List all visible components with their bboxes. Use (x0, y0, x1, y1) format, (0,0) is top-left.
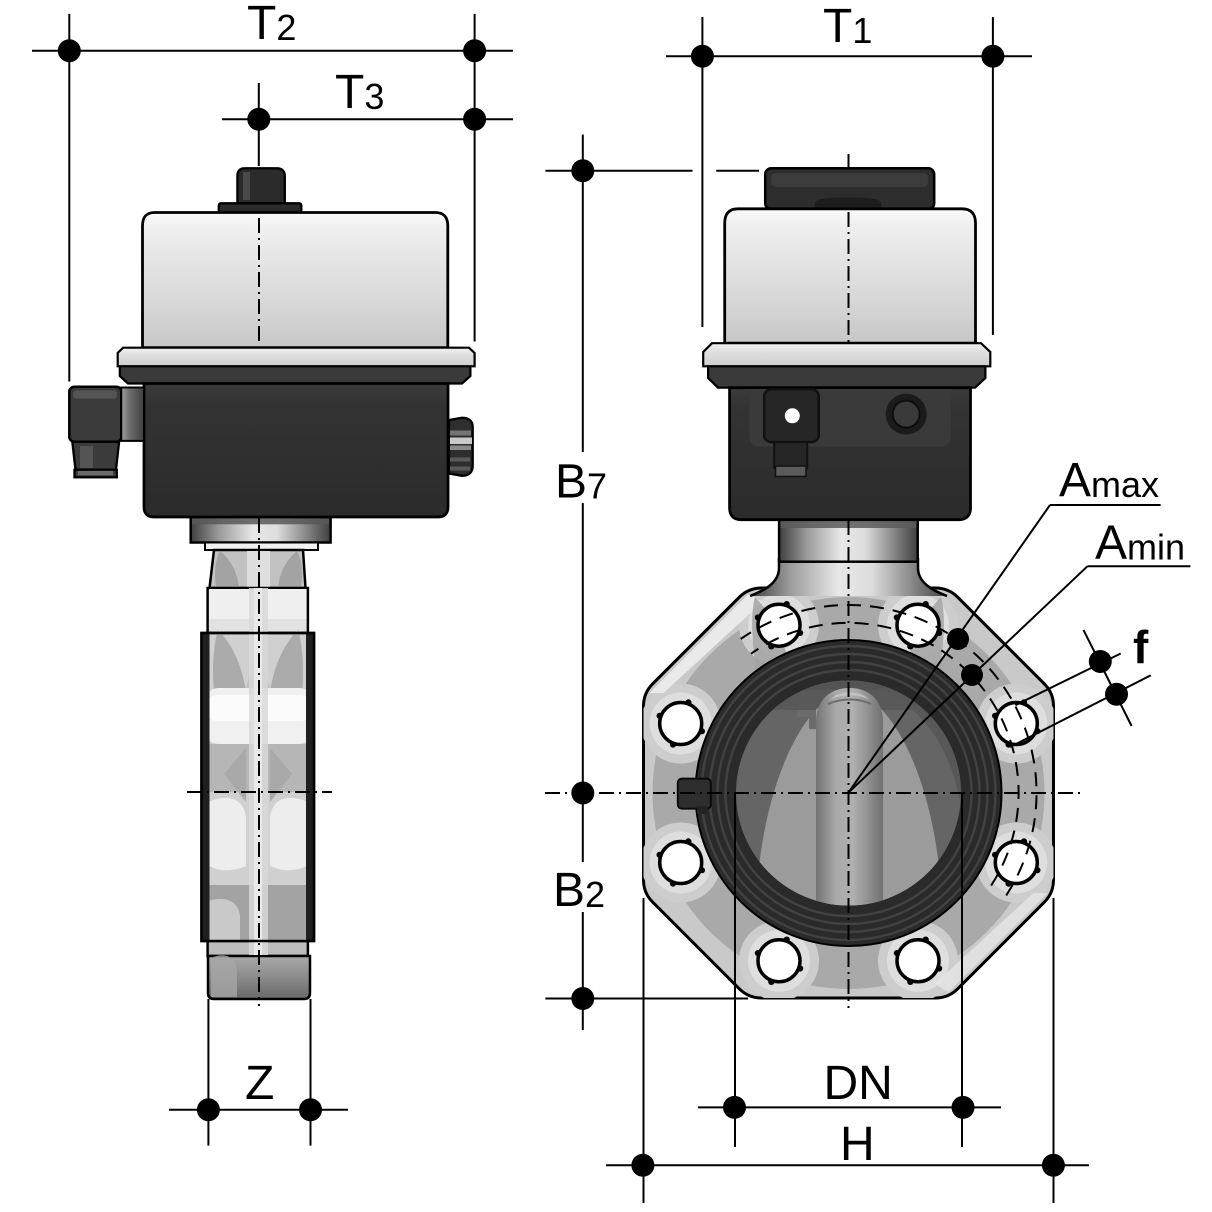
svg-text:H: H (840, 1118, 875, 1171)
svg-text:B2: B2 (553, 864, 605, 917)
svg-text:T1: T1 (823, 0, 872, 53)
svg-text:f: f (1133, 621, 1149, 673)
svg-text:DN: DN (824, 1057, 893, 1110)
svg-text:T3: T3 (335, 66, 384, 119)
svg-text:Z: Z (245, 1057, 274, 1110)
svg-text:T2: T2 (247, 0, 296, 50)
